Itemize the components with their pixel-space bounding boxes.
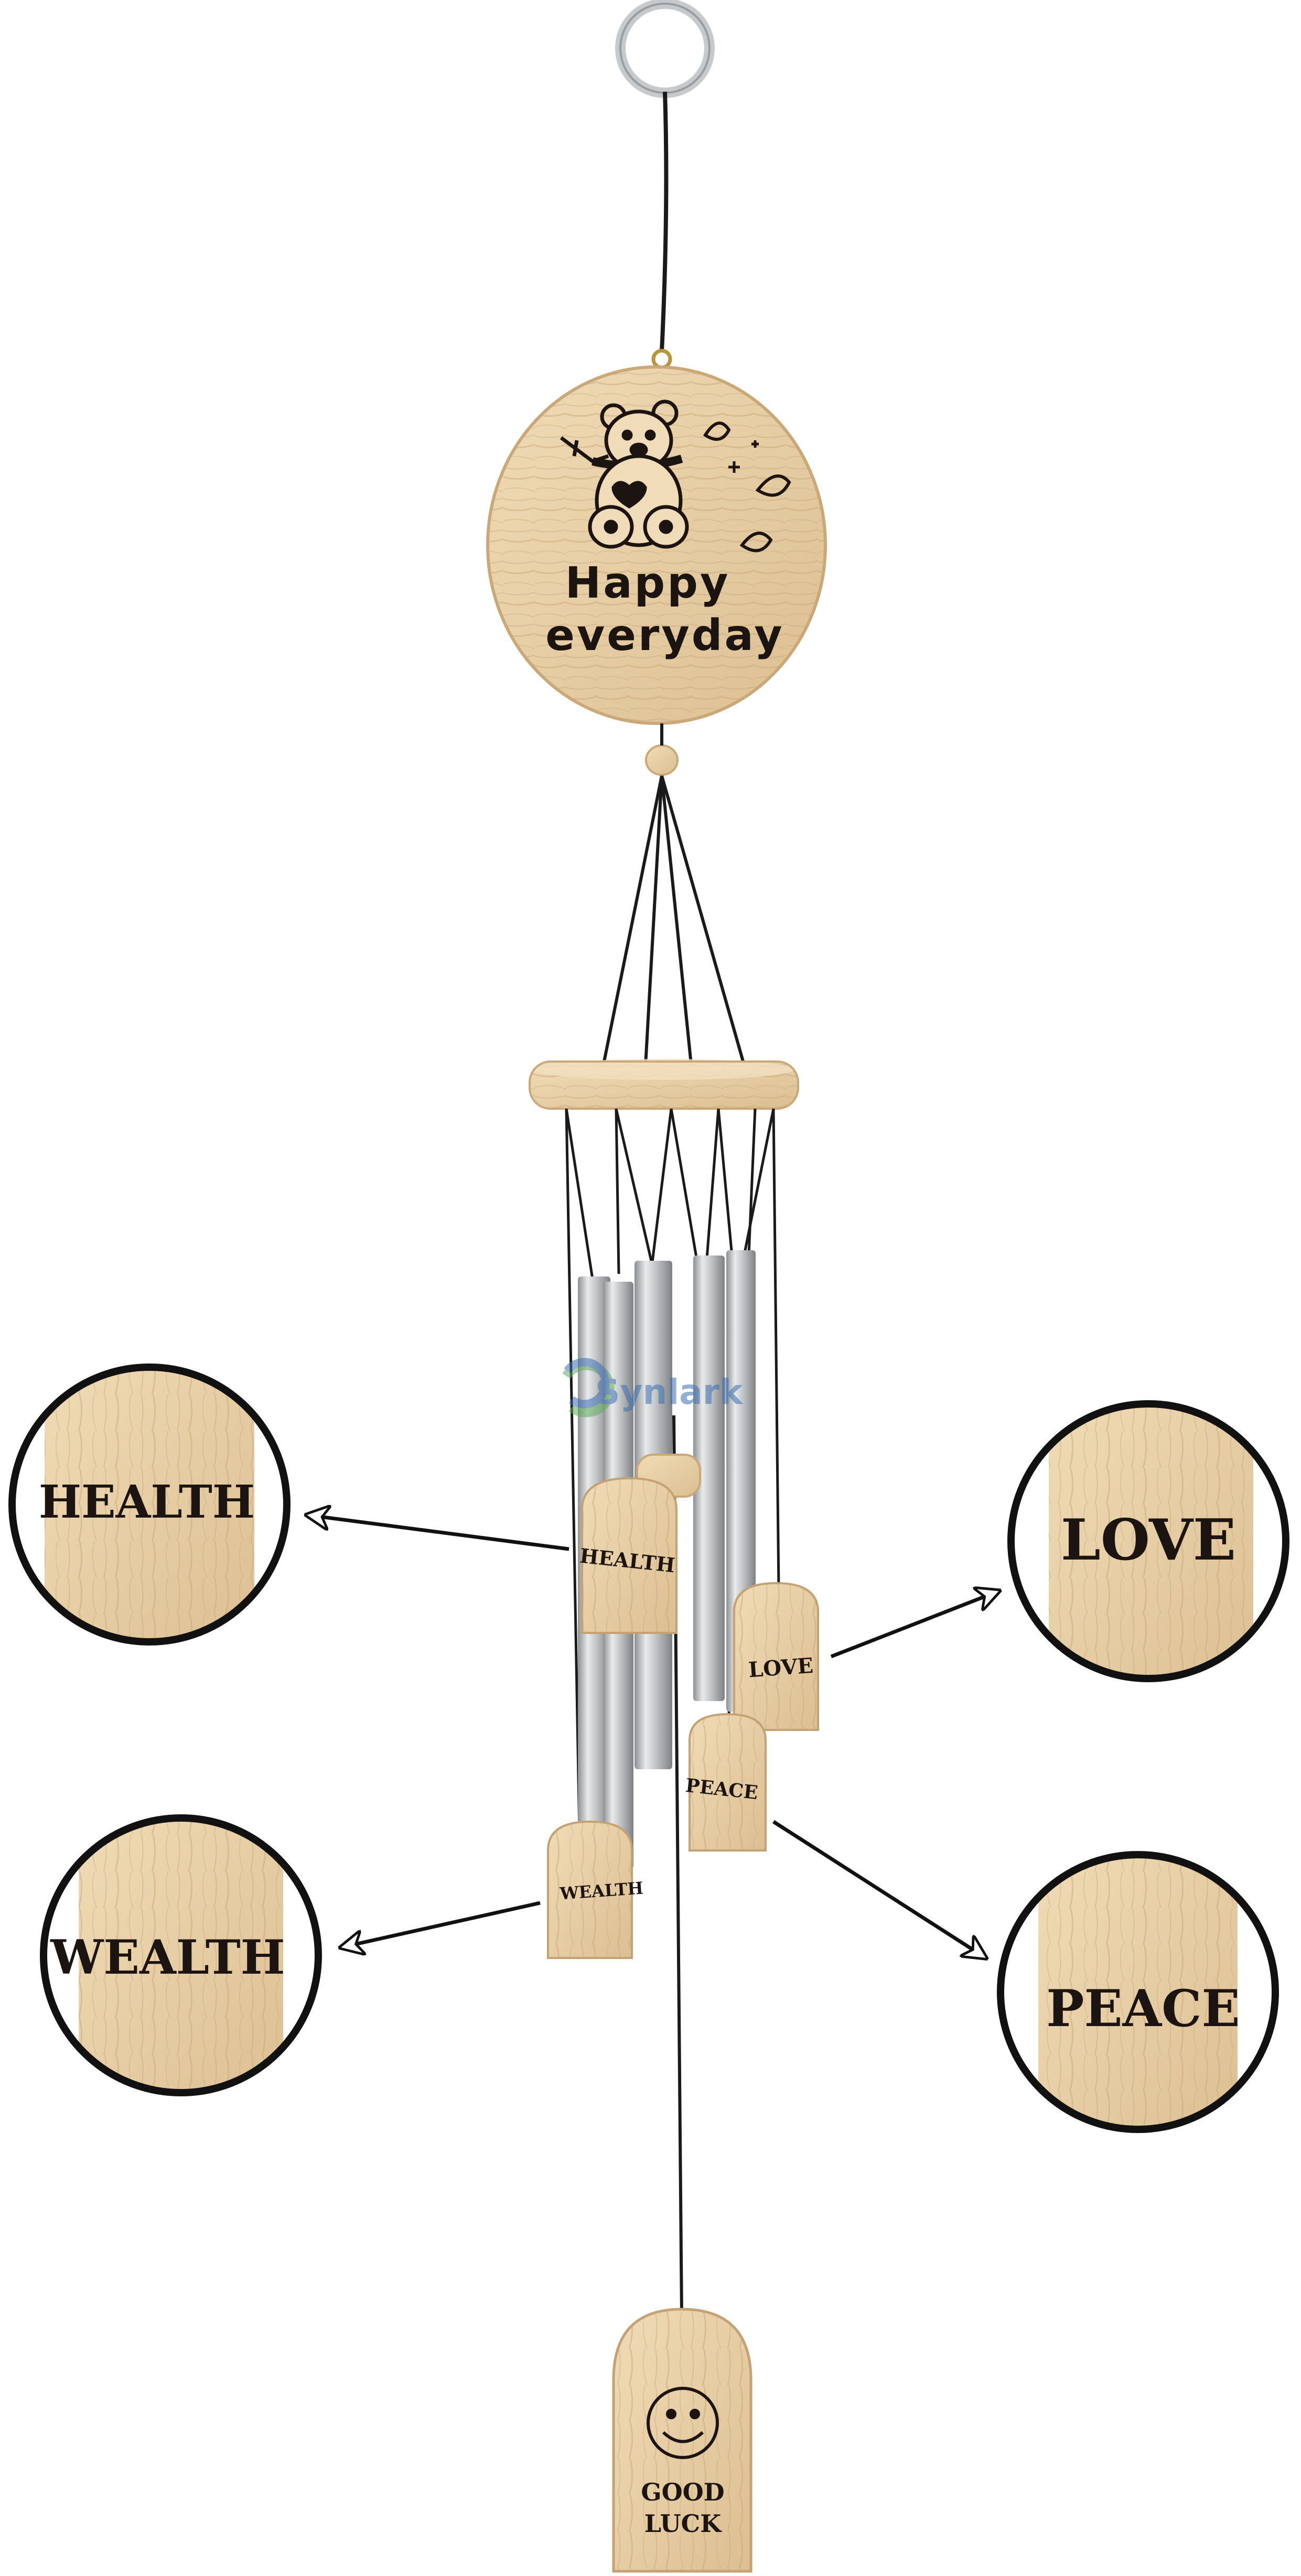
sparkle-icon (728, 440, 759, 473)
health-arrow (307, 1515, 569, 1551)
health-callout-label: HEALTH (39, 1476, 255, 1529)
health-tag: HEALTH (578, 1477, 678, 1634)
wealth-arrow (341, 1901, 541, 1947)
happy-everyday-disc: Happy everyday (486, 365, 827, 725)
love-callout: LOVE (1007, 1400, 1289, 1682)
teddy-bear-with-heart-icon (560, 399, 689, 549)
callout-arrows (307, 1515, 999, 1958)
love-tag: LOVE (733, 1582, 819, 1731)
love-arrow (830, 1591, 999, 1659)
hanging-ring (615, 0, 715, 98)
wealth-callout-label: WEALTH (50, 1930, 285, 1985)
peace-callout-label: PEACE (1046, 1979, 1240, 2038)
leaf-icon (703, 421, 791, 553)
good-luck-tag-line2: LUCK (644, 2509, 723, 2538)
suspension-strings (601, 775, 746, 1075)
metal-tube (693, 1255, 725, 1701)
love-tag-label: LOVE (748, 1653, 814, 1683)
health-callout: HEALTH (8, 1363, 291, 1646)
disc-text-line2: everyday (545, 611, 784, 661)
wooden-top-ring (529, 1059, 799, 1110)
peace-callout: PEACE (997, 1851, 1279, 2133)
smiley-face-icon (647, 2387, 719, 2459)
synlark-watermark: Synlark (562, 1358, 744, 1417)
wealth-tag: WEALTH (547, 1820, 644, 1959)
wooden-bead (645, 744, 679, 776)
string-eyelet (651, 349, 672, 370)
watermark-text: Synlark (595, 1372, 744, 1412)
wealth-callout: WEALTH (40, 1814, 322, 2096)
top-string (660, 91, 669, 352)
love-callout-label: LOVE (1061, 1507, 1236, 1573)
peace-arrow (772, 1820, 986, 1958)
disc-text-line1: Happy (565, 558, 730, 608)
good-luck-tag-line1: GOOD (641, 2478, 724, 2506)
peace-tag: PEACE (684, 1713, 767, 1852)
good-luck-tag: GOOD LUCK (612, 2308, 752, 2573)
